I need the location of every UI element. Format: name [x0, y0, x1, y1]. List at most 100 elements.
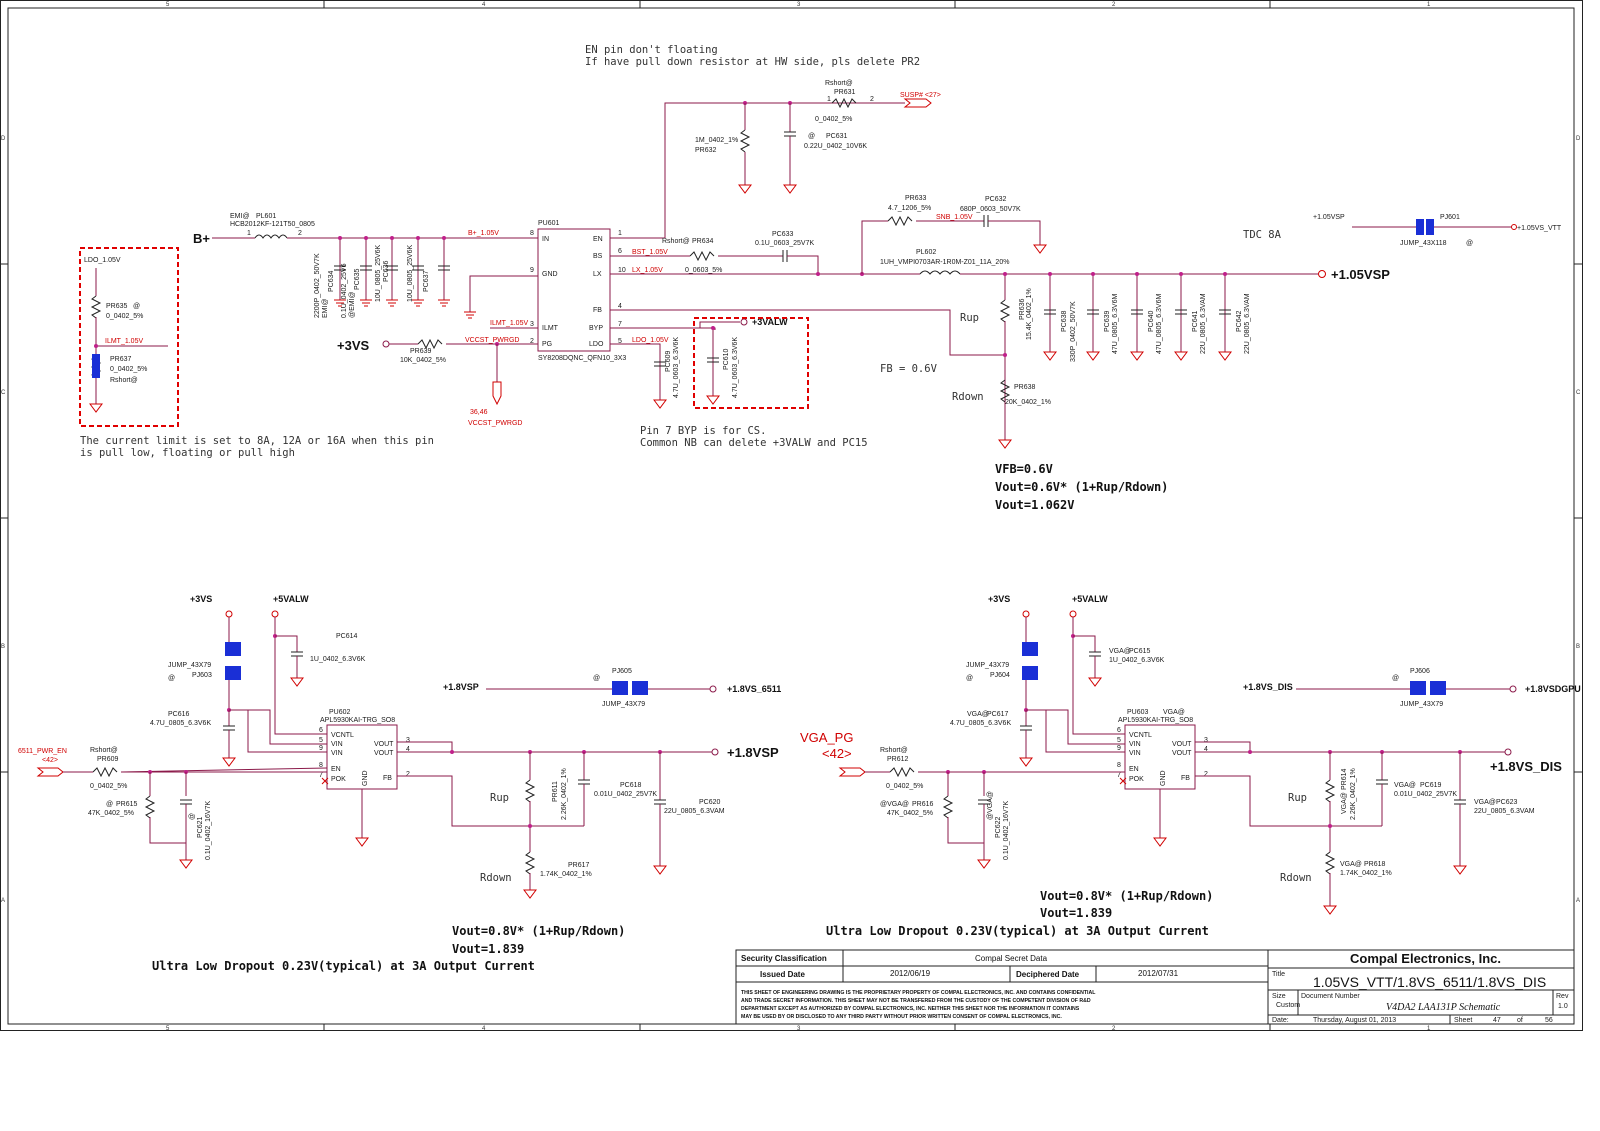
net-ilmt: ILMT_1.05V [490, 320, 528, 327]
pc617-ref: PC617 [987, 711, 1009, 718]
note-uldo-2: Ultra Low Dropout 0.23V(typical) at 3A O… [826, 924, 1209, 938]
pj601-ref: PJ601 [1440, 214, 1460, 221]
frame-row-b-right: B [1576, 644, 1580, 650]
pj606-ref: PJ606 [1410, 668, 1430, 675]
tb-size-label: Size [1272, 993, 1286, 1000]
pu601-ref: PU601 [538, 220, 560, 227]
sheet-frame: 5 4 3 2 1 5 4 3 2 1 D C B A D C B A [0, 0, 1583, 1032]
pr631-ref: PR631 [834, 89, 856, 96]
pr638-value: 20K_0402_1% [1005, 399, 1051, 406]
svg-text:5: 5 [319, 737, 323, 744]
pj604-ref: PJ604 [990, 672, 1010, 679]
pr637-ref: PR637 [110, 356, 132, 363]
input-cap-bank: EMI@ 2200P_0402_50V7K PC634 @EMI@ 0.1U_0… [314, 236, 450, 318]
pc618-value: 0.01U_0402_25V7K [594, 791, 657, 798]
pr634-opt: Rshort@ [662, 238, 690, 245]
pu601-pin-ldo: LDO [589, 341, 604, 348]
pu603-pin-vout-2: VOUT [1172, 750, 1192, 757]
tb-title: 1.05VS_VTT/1.8VS_6511/1.8VS_DIS [1313, 974, 1546, 990]
pu601-pin-lx: LX [593, 271, 602, 278]
svg-text:6: 6 [319, 727, 323, 734]
frame-row-c: C [1, 390, 6, 396]
net-vga-pg-ref: <42> [822, 746, 852, 761]
frame-row-b: B [1, 644, 5, 650]
pc615-value: 1U_0402_6.3V6K [1109, 657, 1165, 664]
pc638-value: 330P_0402_50V7K [1070, 301, 1077, 362]
pr615-ref: PR615 [116, 801, 138, 808]
tb-total: 56 [1545, 1017, 1553, 1024]
pc631-ref: PC631 [826, 133, 848, 140]
pu602-pin-gnd: GND [362, 770, 369, 786]
pc633-value: 0.1U_0603_25V7K [755, 240, 814, 247]
pu603-prefix: VGA@ [1163, 709, 1185, 716]
tb-issued-label: Issued Date [760, 970, 805, 979]
note-vout-value-3: Vout=1.839 [1040, 906, 1112, 920]
pc639-ref: PC639 [1104, 310, 1111, 332]
tb-notice-1: THIS SHEET OF ENGINEERING DRAWING IS THE… [741, 990, 1096, 996]
label-rup-1: Rup [960, 312, 979, 324]
pu603-part: APL5930KAI-TRG_SO8 [1118, 717, 1193, 724]
pr635-opt: @ [133, 303, 140, 310]
tb-of-label: of [1517, 1017, 1523, 1024]
power-label-3vs-ldo1: +3VS [190, 594, 212, 604]
pj605-opt: @ [593, 675, 600, 682]
power-label-3valw: +3VALW [752, 317, 788, 327]
svg-text:7: 7 [1117, 772, 1121, 779]
note-vfb: VFB=0.6V [995, 462, 1053, 476]
pc619-ref: PC619 [1420, 782, 1442, 789]
pu601-part: SY8208DQNC_QFN10_3X3 [538, 355, 626, 362]
pc620-value: 22U_0805_6.3VAM [664, 808, 725, 815]
pr618-ref: PR618 [1364, 861, 1386, 868]
pr612-opt: Rshort@ [880, 747, 908, 754]
pc640-value: 47U_0805_6.3V6M [1156, 294, 1163, 354]
ldo-1p8vs-dis-section: +3VS +5VALW JUMP_43X79 @ PJ604 VGA@ PC61… [800, 594, 1581, 915]
frame-row-d: D [1, 136, 6, 142]
pu602-pin-en: EN [331, 766, 341, 773]
pwrgd-port: VCCST_PWRGD [468, 420, 522, 427]
frame-col-2: 2 [1112, 2, 1116, 8]
pj603-ref: PJ603 [192, 672, 212, 679]
pl601-opt: EMI@ [230, 213, 250, 220]
frame-col-2-bottom: 2 [1112, 1026, 1116, 1032]
net-ilmt-2: ILMT_1.05V [105, 338, 143, 345]
pl602-ref: PL602 [916, 249, 936, 256]
pr637-jumper-mark [92, 354, 100, 378]
pc637-value: 10U_0805_25V6K [407, 244, 414, 302]
net-vga-pg: VGA_PG [800, 730, 853, 745]
power-label-3vs-ldo2: +3VS [988, 594, 1010, 604]
pu601-pin-gnd: GND [542, 271, 558, 278]
pc632-value: 680P_0603_50V7K [960, 206, 1021, 213]
tb-rev-label: Rev [1556, 993, 1569, 1000]
pu602-pin-pok: POK [331, 776, 346, 783]
frame-row-d-right: D [1576, 136, 1581, 142]
pc637-ref: PC637 [423, 270, 430, 292]
pu601-pin-fb: FB [593, 307, 602, 314]
pr633-value: 4.7_1206_5% [888, 205, 931, 212]
pu603-pin-pok: POK [1129, 776, 1144, 783]
pu602-pin-vout-1: VOUT [374, 741, 394, 748]
frame-col-4-bottom: 4 [482, 1026, 486, 1032]
net-pwr-en-ref: <42> [42, 757, 58, 764]
pr632-value: 1M_0402_1% [695, 137, 738, 144]
pc632-ref: PC632 [985, 196, 1007, 203]
pr632-ref: PR632 [695, 147, 717, 154]
pj601-opt: @ [1466, 240, 1473, 247]
pr631-opt: Rshort@ [825, 80, 853, 87]
pc635-opt: @EMI@ [349, 291, 356, 318]
note-tdc: TDC 8A [1243, 229, 1282, 241]
pu601-pin-pg: PG [542, 341, 552, 348]
svg-text:9: 9 [1117, 745, 1121, 752]
pc636-value: 10U_0805_25V6K [375, 244, 382, 302]
note-ilmt-2: is pull low, floating or pull high [80, 447, 295, 459]
pu603-ref: PU603 [1127, 709, 1149, 716]
pc638-ref: PC638 [1061, 310, 1068, 332]
pc620-ref: PC620 [699, 799, 721, 806]
tb-notice-2: AND TRADE SECRET INFORMATION. THIS SHEET… [741, 998, 1091, 1004]
pj601-value: JUMP_43X118 [1400, 240, 1447, 247]
tb-date-label: Date: [1272, 1017, 1289, 1024]
pr609-value: 0_0402_5% [90, 783, 127, 790]
pr616-opt: @VGA@ [880, 801, 909, 808]
svg-text:8: 8 [1117, 762, 1121, 769]
frame-row-c-right: C [1576, 390, 1581, 396]
